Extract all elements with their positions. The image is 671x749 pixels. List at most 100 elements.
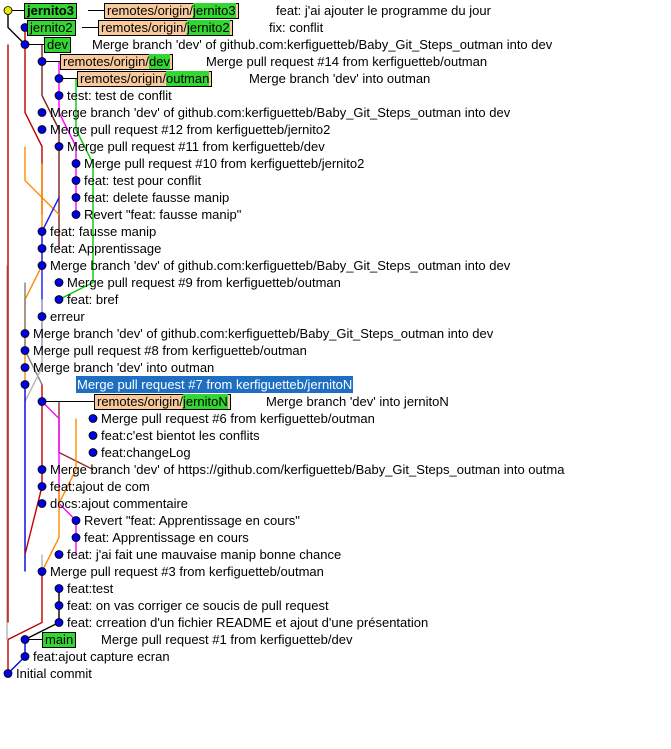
commit-row[interactable]: test: test de conflit (0, 87, 671, 104)
commit-message: feat: Apprentissage en cours (84, 530, 249, 545)
commit-row[interactable]: feat: Apprentissage (0, 240, 671, 257)
ref-connector (46, 401, 94, 402)
branch-label[interactable]: jernito3 (24, 3, 77, 19)
commit-row[interactable]: feat:test (0, 580, 671, 597)
commit-message: erreur (50, 309, 85, 324)
graph-edge (58, 78, 94, 301)
commit-node[interactable] (71, 193, 81, 202)
commit-row[interactable]: Revert "feat: Apprentissage en cours" (0, 512, 671, 529)
commit-row[interactable]: Merge pull request #11 from kerfiguetteb… (0, 138, 671, 155)
branch-label[interactable]: jernito2 (27, 20, 76, 36)
commit-row[interactable]: Initial commit (0, 665, 671, 682)
commit-row[interactable]: feat: Apprentissage en cours (0, 529, 671, 546)
commit-message: feat: Apprentissage (50, 241, 162, 256)
commit-row[interactable]: Merge branch 'dev' of github.com:kerfigu… (0, 257, 671, 274)
ref-connector (82, 27, 98, 28)
commit-node[interactable] (20, 380, 30, 389)
commit-message: feat:changeLog (101, 445, 191, 460)
commit-node[interactable] (54, 550, 64, 559)
commit-row[interactable]: Merge pull request #9 from kerfiguetteb/… (0, 274, 671, 291)
commit-row[interactable]: feat: on vas corriger ce soucis de pull … (0, 597, 671, 614)
ref-connector (88, 10, 104, 11)
commit-node[interactable] (37, 244, 47, 253)
graph-edge (7, 571, 43, 641)
commit-node[interactable] (20, 329, 30, 338)
graph-edge (41, 486, 60, 572)
branch-label[interactable]: dev (44, 37, 71, 53)
commit-node[interactable] (54, 91, 64, 100)
commit-node[interactable] (54, 142, 64, 151)
commit-message: Merge pull request #12 from kerfiguetteb… (50, 122, 331, 137)
commit-row[interactable]: Merge pull request #3 from kerfiguetteb/… (0, 563, 671, 580)
commit-node[interactable] (88, 431, 98, 440)
commit-row[interactable]: docs:ajout commentaire (0, 495, 671, 512)
commit-row[interactable]: Merge pull request #8 from kerfiguetteb/… (0, 342, 671, 359)
commit-row[interactable]: feat: crreation d'un fichier README et a… (0, 614, 671, 631)
commit-node[interactable] (37, 108, 47, 117)
commit-node[interactable] (3, 669, 13, 678)
commit-node[interactable] (71, 159, 81, 168)
commit-row[interactable]: Merge pull request #7 from kerfiguetteb/… (0, 376, 671, 393)
commit-row[interactable]: feat:ajout capture ecran (0, 648, 671, 665)
commit-node[interactable] (37, 125, 47, 134)
commit-row[interactable]: feat:ajout de com (0, 478, 671, 495)
commit-node[interactable] (20, 652, 30, 661)
commit-node[interactable] (88, 448, 98, 457)
commit-row[interactable]: feat: fausse manip (0, 223, 671, 240)
commit-node[interactable] (37, 567, 47, 576)
commit-message: Merge branch 'dev' of github.com:kerfigu… (33, 326, 494, 341)
commit-node[interactable] (37, 465, 47, 474)
commit-row[interactable]: Merge pull request #12 from kerfiguetteb… (0, 121, 671, 138)
branch-label[interactable]: main (42, 632, 77, 648)
commit-row[interactable]: Merge branch 'dev' of github.com:kerfigu… (0, 104, 671, 121)
commit-node[interactable] (20, 363, 30, 372)
commit-row[interactable]: feat: j'ai fait une mauvaise manip bonne… (0, 546, 671, 563)
commit-row[interactable]: Merge pull request #6 from kerfiguetteb/… (0, 410, 671, 427)
remote-branch-label[interactable]: remotes/origin/jernito2 (98, 20, 233, 36)
commit-row[interactable]: Merge branch 'dev' of github.com:kerfigu… (0, 325, 671, 342)
remote-branch-name: jernito3 (192, 3, 236, 18)
commit-message: Merge branch 'dev' of https://github.com… (50, 462, 565, 477)
commit-node[interactable] (37, 227, 47, 236)
commit-row[interactable]: Merge branch 'dev' of https://github.com… (0, 461, 671, 478)
commit-row[interactable]: Merge branch 'dev' into outman (0, 359, 671, 376)
remote-branch-label[interactable]: remotes/origin/jernitoN (94, 394, 231, 410)
commit-row[interactable]: feat:changeLog (0, 444, 671, 461)
remote-branch-label[interactable]: remotes/origin/dev (60, 54, 173, 70)
commit-node[interactable] (20, 346, 30, 355)
commit-node[interactable] (88, 414, 98, 423)
remote-branch-label[interactable]: remotes/origin/outman (77, 71, 213, 87)
commit-node[interactable] (71, 533, 81, 542)
commit-node[interactable] (71, 516, 81, 525)
commit-node[interactable] (37, 312, 47, 321)
commit-message: Merge branch 'dev' of github.com:kerfigu… (50, 105, 511, 120)
commit-row[interactable]: Revert "feat: fausse manip" (0, 206, 671, 223)
commit-node[interactable] (54, 584, 64, 593)
commit-node[interactable] (54, 295, 64, 304)
commit-node[interactable] (71, 210, 81, 219)
commit-node[interactable] (37, 482, 47, 491)
commit-row[interactable]: feat: bref (0, 291, 671, 308)
commit-node[interactable] (54, 278, 64, 287)
commit-row[interactable]: feat:c'est bientot les conflits (0, 427, 671, 444)
commit-row[interactable]: erreur (0, 308, 671, 325)
commit-message: Merge branch 'dev' of github.com:kerfigu… (50, 258, 511, 273)
remote-prefix: remotes/origin/ (80, 71, 166, 86)
commit-node[interactable] (54, 618, 64, 627)
commit-message: Merge pull request #3 from kerfiguetteb/… (50, 564, 324, 579)
commit-node[interactable] (37, 261, 47, 270)
commit-row[interactable]: feat: test pour conflit (0, 172, 671, 189)
commit-row[interactable]: Merge pull request #10 from kerfiguetteb… (0, 155, 671, 172)
commit-node[interactable] (54, 601, 64, 610)
commit-node[interactable] (37, 499, 47, 508)
commit-node[interactable] (71, 176, 81, 185)
commit-row[interactable]: feat: delete fausse manip (0, 189, 671, 206)
remote-branch-label[interactable]: remotes/origin/jernito3 (104, 3, 239, 19)
